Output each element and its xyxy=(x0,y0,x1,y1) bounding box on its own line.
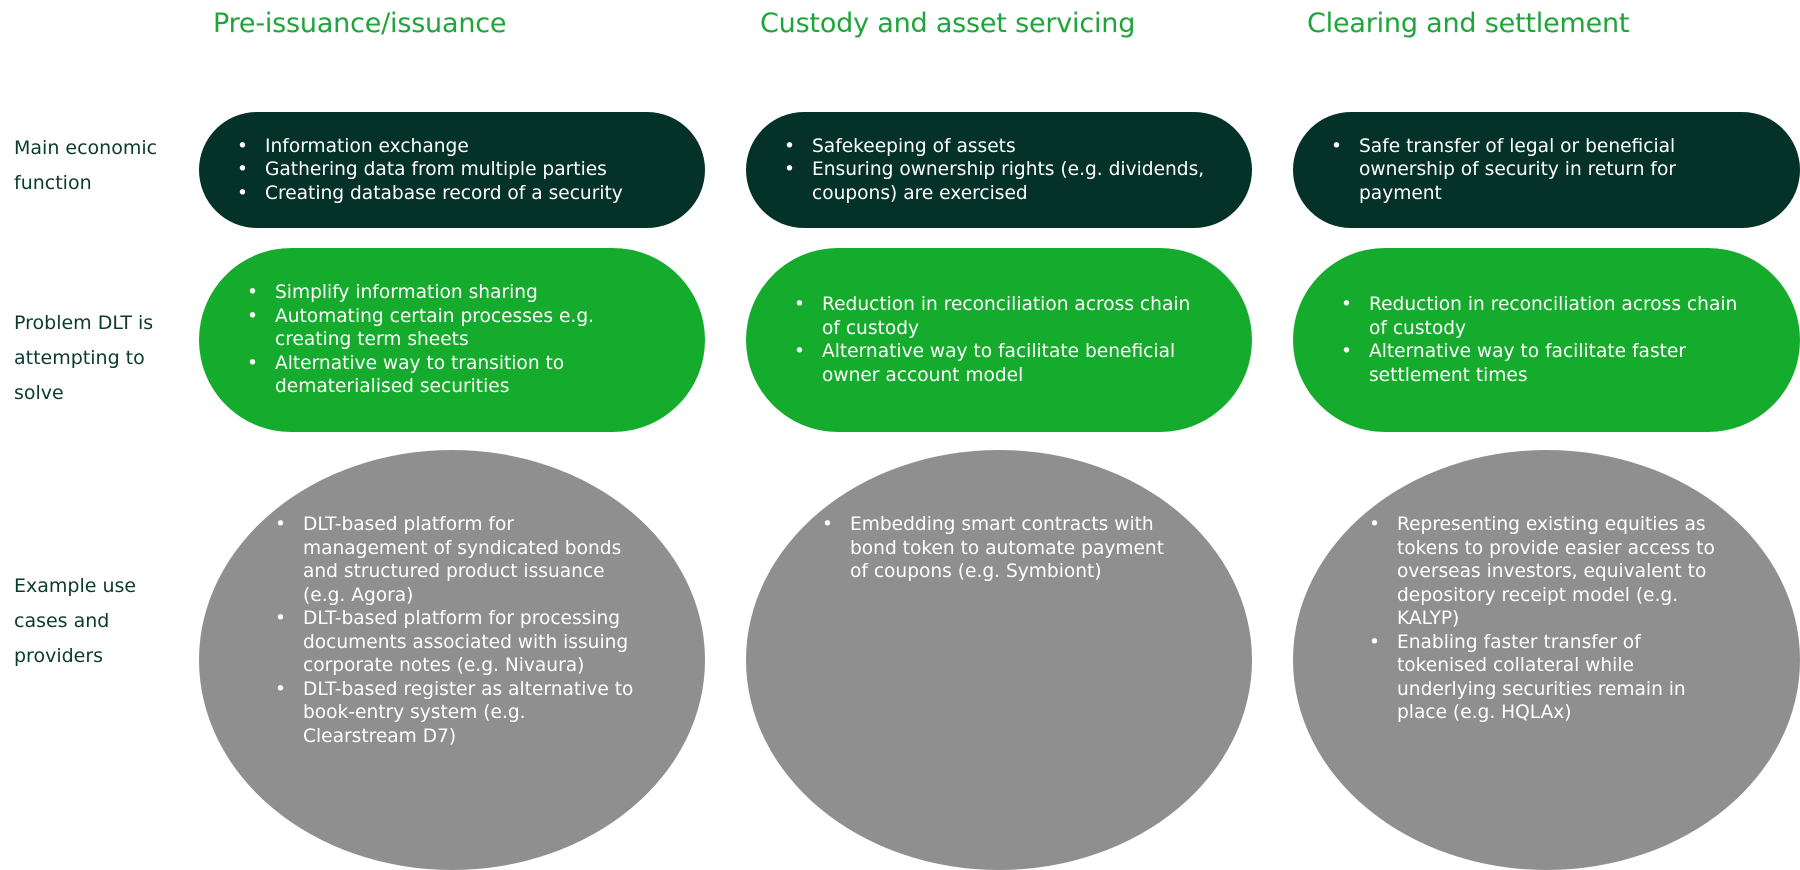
examples-list: Representing existing equities as tokens… xyxy=(1369,513,1729,725)
row-label-function: Main economic function xyxy=(14,137,158,194)
list-item: Automating certain processes e.g. creati… xyxy=(247,305,647,352)
problem-pill-custody: Reduction in reconciliation across chain… xyxy=(746,248,1252,432)
function-list: Safe transfer of legal or beneficial own… xyxy=(1293,135,1701,206)
problem-list: Reduction in reconciliation across chain… xyxy=(1293,293,1761,387)
list-item: Reduction in reconciliation across chain… xyxy=(794,293,1214,340)
problem-pill-pre-issuance: Simplify information sharing Automating … xyxy=(199,248,705,432)
problem-pill-clearing: Reduction in reconciliation across chain… xyxy=(1293,248,1800,432)
list-item: Gathering data from multiple parties xyxy=(237,158,623,182)
function-list: Information exchange Gathering data from… xyxy=(199,135,623,206)
list-item: Alternative way to facilitate faster set… xyxy=(1341,340,1761,387)
list-item: Safe transfer of legal or beneficial own… xyxy=(1331,135,1701,206)
column-header-pre-issuance: Pre-issuance/issuance xyxy=(213,8,507,39)
examples-oval-clearing: Representing existing equities as tokens… xyxy=(1293,450,1800,870)
examples-oval-custody: Embedding smart contracts with bond toke… xyxy=(746,450,1252,870)
list-item: DLT-based platform for processing docume… xyxy=(275,607,635,678)
row-label-examples: Example use cases and providers xyxy=(14,575,137,667)
list-item: Representing existing equities as tokens… xyxy=(1369,513,1729,631)
function-pill-custody: Safekeeping of assets Ensuring ownership… xyxy=(746,112,1252,228)
list-item: Reduction in reconciliation across chain… xyxy=(1341,293,1761,340)
row-label-problem: Problem DLT is attempting to solve xyxy=(14,312,154,404)
list-item: DLT-based register as alternative to boo… xyxy=(275,678,635,749)
list-item: Safekeeping of assets xyxy=(784,135,1224,159)
list-item: Embedding smart contracts with bond toke… xyxy=(822,513,1172,584)
examples-list: Embedding smart contracts with bond toke… xyxy=(822,513,1172,584)
list-item: Enabling faster transfer of tokenised co… xyxy=(1369,631,1729,725)
examples-list: DLT-based platform for management of syn… xyxy=(275,513,635,748)
list-item: Ensuring ownership rights (e.g. dividend… xyxy=(784,158,1224,205)
list-item: DLT-based platform for management of syn… xyxy=(275,513,635,607)
examples-oval-pre-issuance: DLT-based platform for management of syn… xyxy=(199,450,705,870)
list-item: Alternative way to transition to demater… xyxy=(247,352,647,399)
function-list: Safekeeping of assets Ensuring ownership… xyxy=(746,135,1224,206)
list-item: Simplify information sharing xyxy=(247,281,647,305)
function-pill-clearing: Safe transfer of legal or beneficial own… xyxy=(1293,112,1800,228)
list-item: Alternative way to facilitate beneficial… xyxy=(794,340,1214,387)
list-item: Creating database record of a security xyxy=(237,182,623,206)
column-header-clearing: Clearing and settlement xyxy=(1307,8,1630,39)
list-item: Information exchange xyxy=(237,135,623,159)
problem-list: Simplify information sharing Automating … xyxy=(199,281,647,399)
problem-list: Reduction in reconciliation across chain… xyxy=(746,293,1214,387)
column-header-custody: Custody and asset servicing xyxy=(760,8,1136,39)
function-pill-pre-issuance: Information exchange Gathering data from… xyxy=(199,112,705,228)
